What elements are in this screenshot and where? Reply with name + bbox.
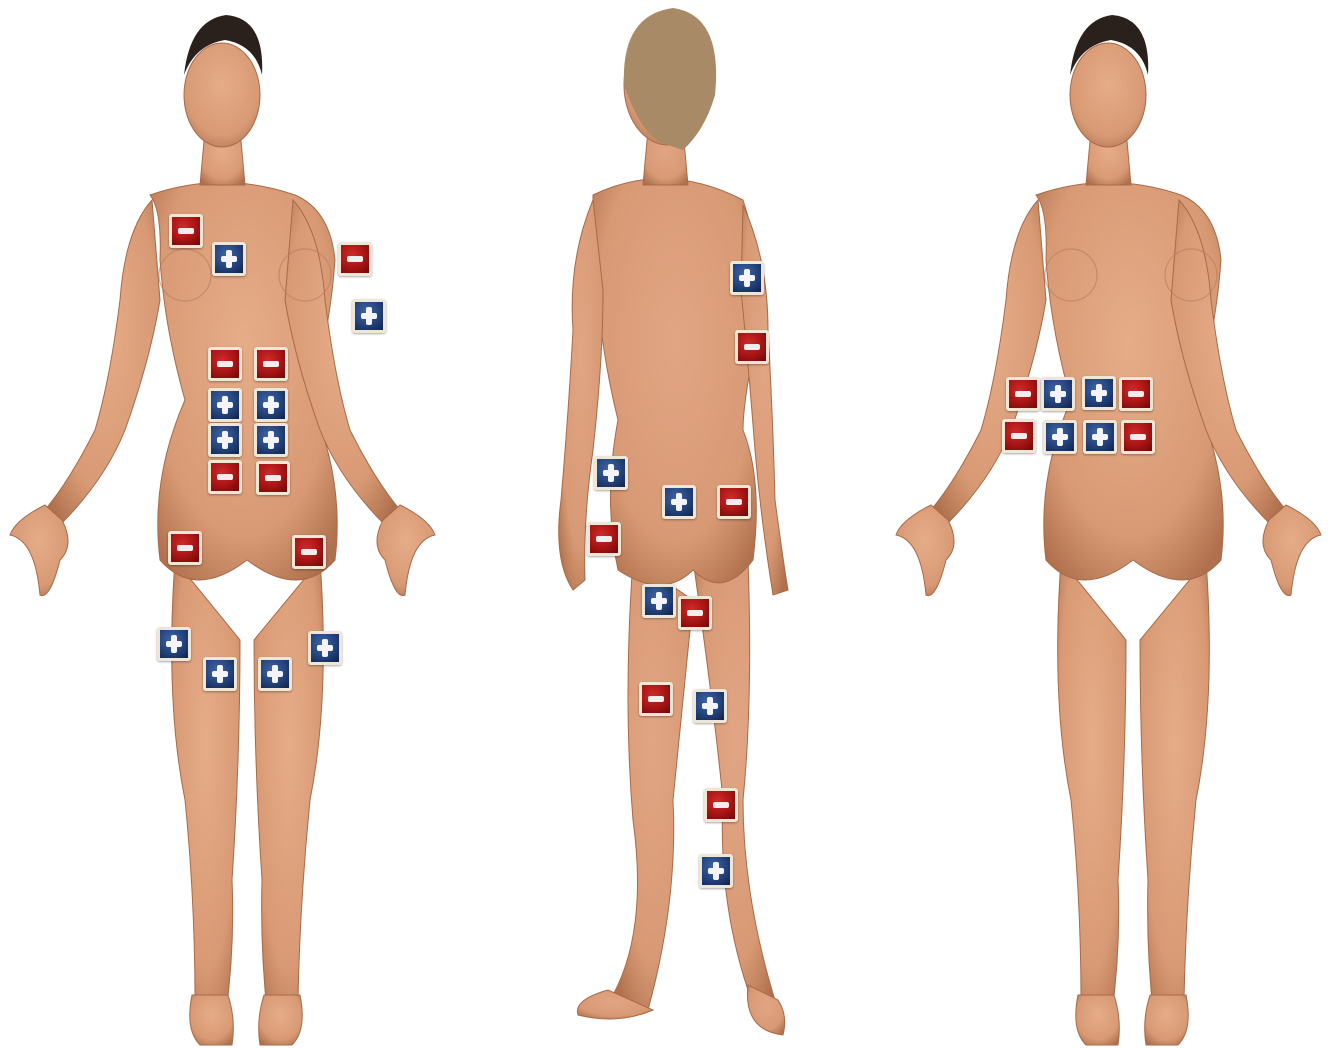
negative-electrode-pad xyxy=(1119,377,1153,411)
plus-icon xyxy=(696,692,724,720)
plus-icon xyxy=(665,488,693,516)
negative-electrode-pad xyxy=(639,682,673,716)
minus-icon xyxy=(642,685,670,713)
negative-electrode-pad xyxy=(168,531,202,565)
minus-icon xyxy=(211,350,239,378)
negative-electrode-pad xyxy=(678,596,712,630)
positive-electrode-pad xyxy=(203,657,237,691)
positive-electrode-pad xyxy=(212,242,246,276)
plus-icon xyxy=(1086,423,1114,451)
positive-electrode-pad xyxy=(594,456,628,490)
minus-icon xyxy=(211,463,239,491)
negative-electrode-pad xyxy=(208,347,242,381)
plus-icon xyxy=(733,264,761,292)
positive-electrode-pad xyxy=(208,423,242,457)
negative-electrode-pad xyxy=(1121,420,1155,454)
plus-icon xyxy=(311,634,339,662)
positive-electrode-pad xyxy=(1083,420,1117,454)
minus-icon xyxy=(1122,380,1150,408)
positive-electrode-pad xyxy=(352,299,386,333)
positive-electrode-pad xyxy=(308,631,342,665)
negative-electrode-pad xyxy=(338,242,372,276)
positive-electrode-pad xyxy=(1043,420,1077,454)
minus-icon xyxy=(738,333,766,361)
plus-icon xyxy=(702,857,730,885)
positive-electrode-pad xyxy=(258,657,292,691)
positive-electrode-pad xyxy=(730,261,764,295)
plus-icon xyxy=(1046,423,1074,451)
negative-electrode-pad xyxy=(208,460,242,494)
minus-icon xyxy=(171,534,199,562)
front-figure-right xyxy=(886,0,1329,1048)
negative-electrode-pad xyxy=(169,214,203,248)
minus-icon xyxy=(1009,380,1037,408)
negative-electrode-pad xyxy=(704,788,738,822)
minus-icon xyxy=(1124,423,1152,451)
plus-icon xyxy=(597,459,625,487)
positive-electrode-pad xyxy=(1041,377,1075,411)
positive-electrode-pad xyxy=(699,854,733,888)
minus-icon xyxy=(590,525,618,553)
positive-electrode-pad xyxy=(157,627,191,661)
front-figure-left xyxy=(0,0,443,1048)
positive-electrode-pad xyxy=(662,485,696,519)
back-figure xyxy=(443,0,886,1048)
positive-electrode-pad xyxy=(642,584,676,618)
negative-electrode-pad xyxy=(717,485,751,519)
positive-electrode-pad xyxy=(254,423,288,457)
plus-icon xyxy=(1044,380,1072,408)
negative-electrode-pad xyxy=(256,461,290,495)
negative-electrode-pad xyxy=(587,522,621,556)
plus-icon xyxy=(257,426,285,454)
plus-icon xyxy=(215,245,243,273)
plus-icon xyxy=(160,630,188,658)
negative-electrode-pad xyxy=(1002,419,1036,453)
minus-icon xyxy=(172,217,200,245)
plus-icon xyxy=(261,660,289,688)
minus-icon xyxy=(1005,422,1033,450)
plus-icon xyxy=(257,391,285,419)
minus-icon xyxy=(257,350,285,378)
plus-icon xyxy=(211,426,239,454)
plus-icon xyxy=(211,391,239,419)
minus-icon xyxy=(707,791,735,819)
minus-icon xyxy=(259,464,287,492)
negative-electrode-pad xyxy=(1006,377,1040,411)
minus-icon xyxy=(720,488,748,516)
minus-icon xyxy=(295,538,323,566)
negative-electrode-pad xyxy=(292,535,326,569)
positive-electrode-pad xyxy=(254,388,288,422)
plus-icon xyxy=(645,587,673,615)
positive-electrode-pad xyxy=(208,388,242,422)
negative-electrode-pad xyxy=(254,347,288,381)
plus-icon xyxy=(1085,379,1113,407)
plus-icon xyxy=(355,302,383,330)
minus-icon xyxy=(341,245,369,273)
plus-icon xyxy=(206,660,234,688)
positive-electrode-pad xyxy=(693,689,727,723)
positive-electrode-pad xyxy=(1082,376,1116,410)
negative-electrode-pad xyxy=(735,330,769,364)
minus-icon xyxy=(681,599,709,627)
